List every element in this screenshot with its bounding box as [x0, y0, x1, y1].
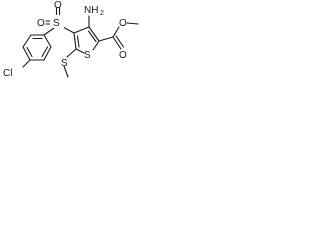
bond-ph-2 — [22, 34, 32, 48]
molecule-structure: S O O NH 2 S S Cl O O — [3, 0, 139, 79]
amino-nitrogen-label: NH — [84, 5, 98, 16]
bond-so2-phenyl — [43, 27, 55, 36]
carbonyl-oxygen-label: O — [119, 50, 127, 61]
sulfonyl-s-mask — [50, 15, 64, 28]
bond-c-o-double-b — [115, 35, 125, 48]
sulfonyl-oxygen-left-label: O — [37, 18, 45, 29]
bond-c5-sme — [66, 48, 77, 58]
bond-ph-inner-2 — [26, 46, 33, 58]
chlorine-label: Cl — [3, 68, 12, 79]
bond-c-o-ester — [112, 26, 120, 38]
bond-ph-cl — [22, 59, 31, 68]
bond-ph-inner-3 — [41, 46, 49, 58]
bond-o-methyl — [126, 22, 139, 25]
thiophene-sulfur-label: S — [84, 50, 91, 61]
thioether-sulfur-label: S — [61, 58, 68, 69]
sulfonyl-oxygen-top-label: O — [54, 0, 62, 11]
bond-th-inner-2 — [76, 35, 80, 48]
bond-ph-5 — [43, 46, 52, 61]
bond-ph-6 — [43, 34, 52, 48]
bond-th-c3-c2 — [88, 26, 100, 42]
bond-th-c2-s — [92, 40, 100, 51]
amino-hydrogen-count: 2 — [100, 10, 104, 17]
bond-th-c4-c3 — [73, 26, 90, 34]
bond-sme-methyl — [63, 65, 69, 78]
bond-so2-thiophene — [62, 26, 75, 34]
atom-labels: S O O NH 2 S S Cl O O — [3, 0, 127, 79]
bond-th-inner-1 — [87, 30, 97, 43]
bond-th-c5-c4 — [73, 32, 77, 50]
bond-c-o-double-a — [112, 36, 122, 50]
sulfonyl-sulfur-label: S — [53, 18, 60, 29]
bonds — [22, 7, 139, 78]
bond-th-s-c5 — [75, 48, 85, 54]
bond-ph-3 — [22, 46, 31, 61]
bond-c2-carbonyl — [98, 36, 114, 42]
ester-oxygen-label: O — [119, 18, 127, 29]
